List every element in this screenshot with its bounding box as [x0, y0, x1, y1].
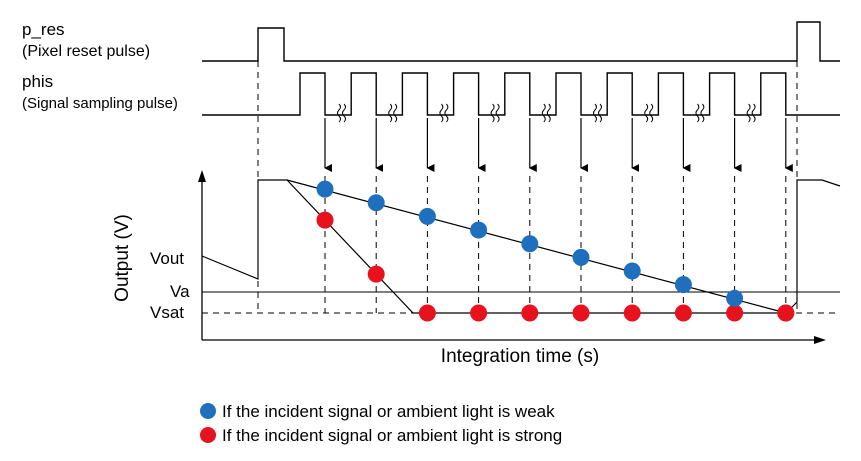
squiggle-mark [593, 103, 597, 123]
output-trace-next-reset [785, 179, 841, 314]
legend-weak-marker [200, 403, 216, 419]
weak-sample-dot [470, 221, 488, 239]
y-axis-arrowhead [198, 170, 206, 182]
weak-sample-dot [418, 207, 436, 225]
vsat-label: Vsat [150, 303, 184, 322]
strong-sample-dot [418, 304, 436, 322]
squiggle-mark [541, 103, 546, 123]
legend-strong-label: If the incident signal or ambient light … [222, 426, 562, 445]
weak-sample-dot [316, 180, 334, 198]
squiggle-mark [490, 103, 495, 123]
phis-name: phis [22, 72, 53, 91]
strong-sample-dot [367, 265, 385, 283]
squiggle-mark [751, 103, 756, 123]
strong-sample-dot [316, 211, 334, 229]
weak-sample-dot [726, 289, 744, 307]
squiggle-mark [444, 103, 449, 123]
x-axis-label: Integration time (s) [441, 346, 599, 367]
legend-weak-label: If the incident signal or ambient light … [222, 402, 555, 421]
squiggle-mark [388, 103, 393, 123]
squiggle-mark [546, 103, 551, 123]
time-break-squiggles [337, 103, 756, 123]
weak-sample-dot [367, 194, 385, 212]
squiggle-mark [337, 103, 341, 123]
squiggle-mark [598, 103, 602, 123]
squiggle-mark [393, 103, 398, 123]
phis-description: (Signal sampling pulse) [22, 95, 178, 112]
legend-strong-marker [200, 427, 216, 443]
strong-sample-dot [623, 304, 641, 322]
weak-sample-dot [674, 276, 692, 294]
strong-sample-dot [521, 304, 539, 322]
p-res-waveform [202, 21, 840, 62]
weak-sample-dot [623, 262, 641, 280]
squiggle-mark [695, 103, 700, 123]
squiggle-mark [649, 103, 654, 123]
strong-sample-dot [726, 304, 744, 322]
sample-points [316, 180, 795, 322]
y-axis-label: Output (V) [112, 214, 133, 302]
strong-sample-dot [572, 304, 590, 322]
p-res-name: p_res [22, 20, 65, 39]
weak-sample-dot [572, 248, 590, 266]
squiggle-mark [644, 103, 649, 123]
x-axis-arrowhead [814, 336, 826, 344]
phis-waveform [202, 72, 840, 116]
squiggle-mark [495, 103, 500, 123]
strong-sample-dot [674, 304, 692, 322]
strong-sample-dot [470, 304, 488, 322]
weak-sample-dot [521, 235, 539, 253]
sampling-guides [257, 61, 798, 313]
squiggle-mark [342, 103, 346, 123]
strong-sample-dot [777, 304, 795, 322]
va-label: Va [170, 282, 190, 301]
squiggle-mark [439, 103, 444, 123]
p-res-description: (Pixel reset pulse) [22, 43, 150, 60]
vout-label: Vout [150, 249, 184, 268]
squiggle-mark [746, 103, 751, 123]
squiggle-mark [700, 103, 705, 123]
output-trace-reset [201, 179, 287, 280]
